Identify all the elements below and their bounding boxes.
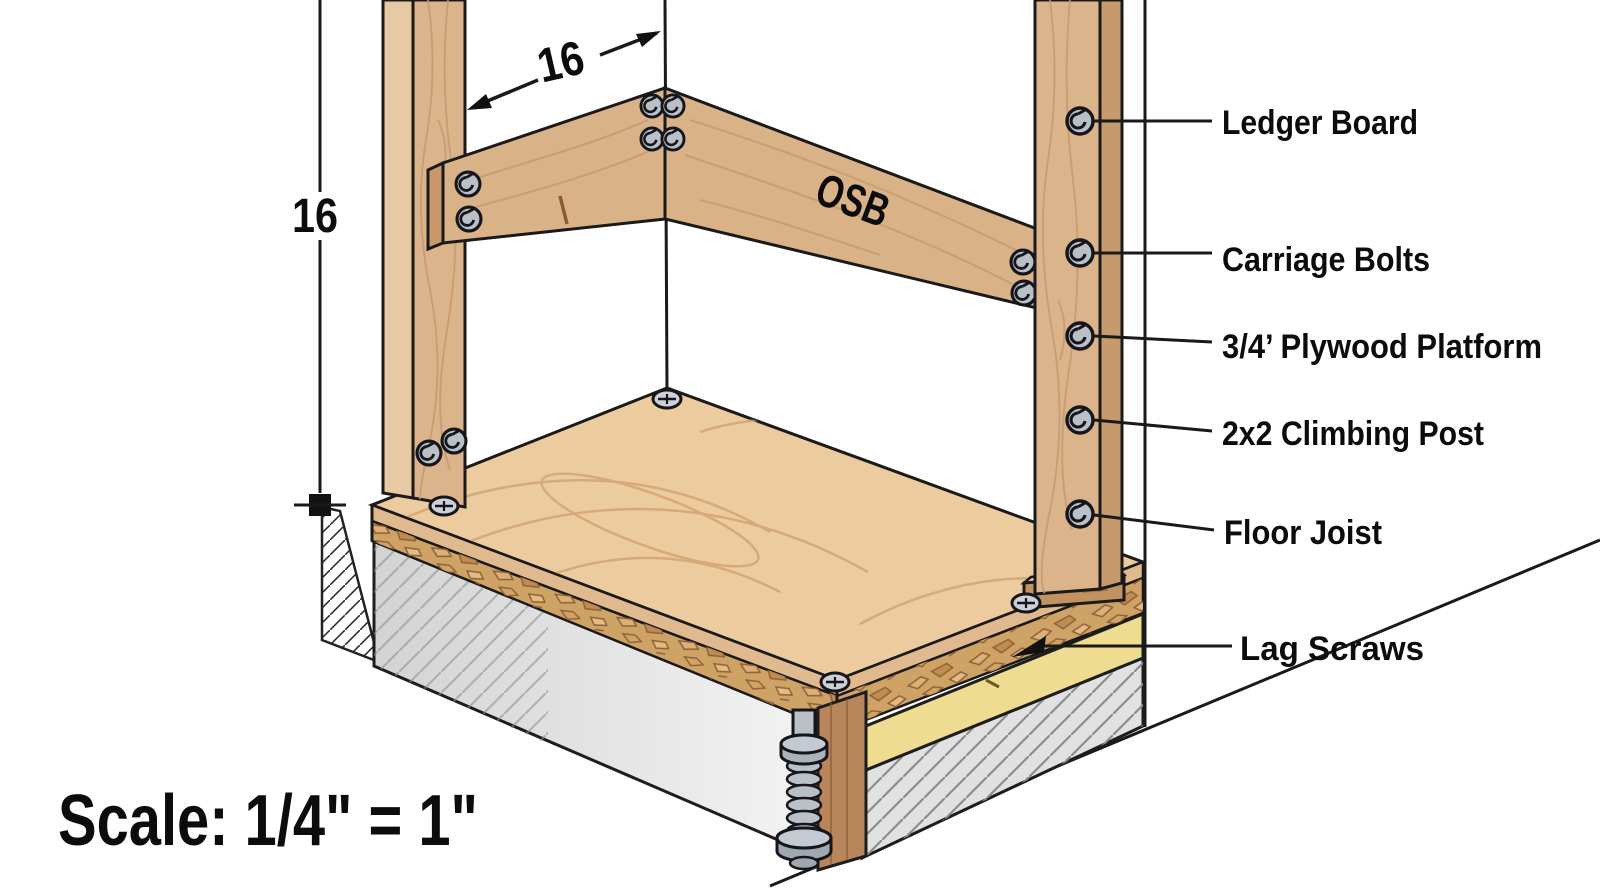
dimension-vertical: 16	[292, 0, 346, 516]
cutaway-left-wall-section	[320, 505, 381, 665]
arrowhead-left	[467, 94, 492, 110]
carriage-bolt	[1065, 321, 1095, 351]
scale-label: Scale: 1/4" = 1"	[58, 781, 478, 861]
carriage-bolt	[1065, 405, 1095, 435]
carriage-bolt	[1010, 279, 1038, 307]
dim-horizontal-label: 16	[533, 32, 590, 94]
carriage-bolt	[639, 93, 665, 119]
callout-climbing-post: 2x2 Climbing Post	[1222, 415, 1484, 453]
screw	[428, 495, 460, 517]
carriage-bolt	[1065, 499, 1095, 529]
left-climbing-post	[381, 0, 467, 509]
dimension-horizontal: 16	[467, 31, 661, 110]
carriage-bolt	[1065, 238, 1095, 268]
carriage-bolt	[454, 170, 482, 198]
callout-floor-joist: Floor Joist	[1224, 514, 1382, 552]
carriage-bolt	[639, 126, 665, 152]
right-climbing-post	[1033, 0, 1124, 596]
callout-lag-screws: Lag Scraws	[1240, 630, 1424, 668]
screw	[819, 671, 851, 693]
carriage-bolt	[1009, 248, 1037, 276]
lag-screw-arrowhead	[1012, 636, 1046, 657]
callout-ledger-board: Ledger Board	[1222, 104, 1418, 142]
screw	[651, 388, 683, 410]
callout-carriage-bolts: Carriage Bolts	[1222, 241, 1430, 279]
carriage-bolt	[415, 439, 443, 467]
callout-labels: Ledger Board Carriage Bolts 3/4’ Plywood…	[1222, 104, 1542, 668]
dim-vertical-label: 16	[292, 190, 338, 243]
arrowhead-right	[636, 31, 661, 47]
callout-plywood-platform: 3/4’ Plywood Platform	[1222, 328, 1542, 366]
screw	[1010, 592, 1042, 614]
carriage-bolt	[660, 126, 686, 152]
carriage-bolt	[455, 205, 483, 233]
carriage-bolt	[660, 93, 686, 119]
callout-leaders	[1040, 119, 1232, 648]
lag-screw	[775, 708, 833, 871]
carriage-bolt	[440, 427, 468, 455]
plywood-platform	[367, 386, 1148, 733]
ledger-board-right: OSB	[660, 85, 1047, 312]
carriage-bolt	[1065, 106, 1095, 136]
